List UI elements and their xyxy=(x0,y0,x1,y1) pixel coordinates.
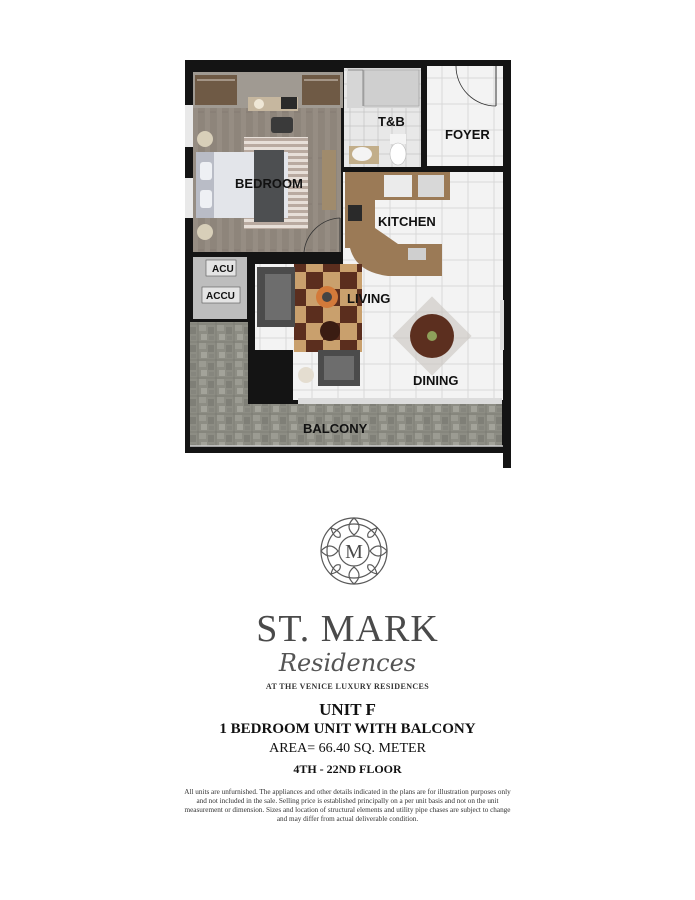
kitchen-label: KITCHEN xyxy=(378,214,436,229)
unit-floors: 4TH - 22ND FLOOR xyxy=(293,762,402,776)
dining-label: DINING xyxy=(413,373,459,388)
balcony-label: BALCONY xyxy=(303,421,368,436)
accu-label: ACCU xyxy=(206,291,235,302)
brand-subtitle: AT THE VENICE LUXURY RESIDENCES xyxy=(265,682,430,691)
brand-script: Residences xyxy=(278,649,417,677)
brand-seal-icon: M xyxy=(320,517,388,585)
brand-name: ST. MARK xyxy=(256,608,439,650)
foyer-label: FOYER xyxy=(445,127,490,142)
floor-plan: BEDROOM T&B FOYER KITCHEN LIVING DINING … xyxy=(185,60,511,468)
brand-seal-letter: M xyxy=(345,541,363,563)
unit-type: 1 BEDROOM UNIT WITH BALCONY xyxy=(219,721,476,737)
unit-area: AREA= 66.40 SQ. METER xyxy=(269,741,426,756)
toilet-bath-label: T&B xyxy=(378,114,405,129)
acu-label: ACU xyxy=(212,264,234,275)
bedroom-label: BEDROOM xyxy=(235,176,303,191)
unit-title: UNIT F xyxy=(319,700,376,719)
disclaimer: All units are unfurnished. The appliance… xyxy=(184,788,511,823)
living-label: LIVING xyxy=(347,291,390,306)
